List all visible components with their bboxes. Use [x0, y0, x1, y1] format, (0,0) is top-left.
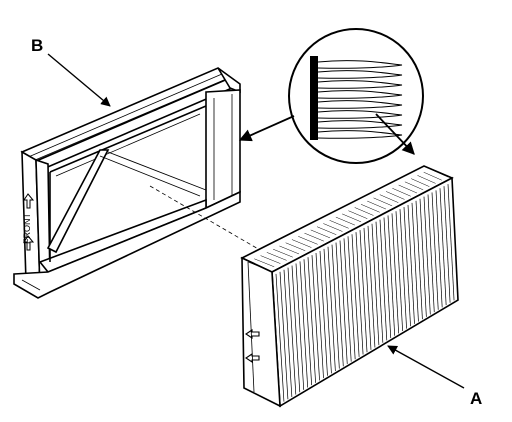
callout-a-leader	[387, 345, 465, 389]
pleat-top-line	[423, 171, 442, 181]
magnified-pleat	[317, 130, 403, 139]
pleat-top-line	[291, 239, 312, 248]
pleat-line	[291, 265, 301, 393]
pleat-line	[359, 230, 368, 353]
pleat-top-line	[323, 223, 343, 232]
pleat-top-line	[329, 220, 349, 229]
magnified-pleat	[317, 110, 403, 119]
magnified-pleat	[317, 60, 403, 69]
pleat-line	[287, 267, 297, 395]
magnified-pleat	[317, 120, 403, 129]
pleat-top-line	[348, 210, 368, 219]
pleat-top-line	[298, 236, 318, 245]
pleat-line	[407, 204, 415, 324]
magnified-pleat	[317, 80, 403, 89]
pleat-line	[347, 236, 356, 360]
pleat-line	[439, 188, 447, 306]
pleat-top-line	[342, 213, 362, 223]
pleat-top-line	[260, 255, 281, 264]
detail-arrow-to-filter	[375, 113, 415, 155]
pleat-line	[395, 211, 403, 331]
pleat-top-line	[273, 248, 293, 258]
pleat-line	[411, 202, 419, 322]
pleat-line	[271, 275, 281, 405]
pleat-line	[295, 263, 305, 390]
pleat-top-line	[247, 261, 269, 271]
detail-arrow-to-frame	[238, 115, 295, 142]
pleat-top-line	[304, 232, 324, 242]
filter-pleats	[247, 168, 459, 405]
pleat-line	[431, 192, 439, 310]
pleat-line	[387, 215, 396, 336]
pleat-line	[403, 207, 411, 327]
pleat-top-line	[367, 200, 387, 210]
pleat-line	[343, 238, 352, 362]
frame-side-text: FRONT	[22, 213, 32, 244]
pleat-line	[375, 221, 384, 343]
pleat-top-line	[316, 226, 337, 235]
pleat-line	[383, 217, 392, 339]
pleat-line	[323, 248, 332, 374]
pleat-line	[379, 219, 388, 341]
label-b: B	[31, 36, 43, 55]
label-a: A	[470, 389, 482, 408]
pleat-top-line	[285, 242, 306, 251]
pleat-line	[399, 209, 407, 329]
pleat-top-line	[335, 216, 355, 226]
pleat-line	[303, 259, 312, 386]
pleat-top-line	[360, 204, 380, 213]
pleat-line	[331, 244, 340, 369]
pleat-top-line	[411, 178, 430, 187]
pleat-line	[319, 250, 328, 376]
pleat-line	[307, 257, 316, 383]
pleat-line	[419, 198, 427, 317]
pleat-top-line	[254, 258, 275, 268]
magnified-pleat	[317, 100, 403, 109]
pleat-line	[415, 200, 423, 320]
pleat-line	[363, 227, 372, 350]
pleat-line	[339, 240, 348, 364]
filter-frame	[13, 67, 261, 299]
pleat-top-line	[385, 191, 405, 200]
pleat-top-line	[417, 175, 436, 184]
pleat-top-line	[404, 181, 424, 191]
pleat-line	[447, 184, 455, 301]
pleat-top-line	[279, 245, 300, 255]
pleat-line	[427, 194, 435, 313]
pleat-line	[391, 213, 400, 334]
pleat-top-line	[429, 168, 449, 178]
magnified-pleat	[317, 90, 403, 99]
pleat-line	[275, 273, 285, 402]
filter-arrows	[245, 328, 260, 364]
pleat-line	[311, 255, 320, 381]
pleat-line	[443, 186, 451, 303]
pleat-line	[335, 242, 344, 367]
pleat-top-line	[398, 184, 418, 194]
magnified-pleat	[317, 70, 403, 79]
pleat-line	[327, 246, 336, 372]
pleat-top-line	[266, 252, 287, 261]
pleat-line	[423, 196, 431, 315]
pleat-line	[315, 253, 324, 379]
callout-b-leader	[47, 53, 111, 107]
pleat-line	[367, 225, 376, 348]
pleat-line	[371, 223, 380, 346]
pleat-line	[279, 271, 289, 400]
pleat-line	[283, 269, 293, 397]
pleat-line	[451, 181, 459, 299]
pleat-line	[299, 261, 309, 388]
filter-element	[240, 165, 459, 408]
pleat-top-line	[354, 207, 374, 216]
pleat-top-line	[392, 188, 411, 197]
pleat-top-line	[379, 194, 399, 203]
pleat-line	[435, 190, 443, 308]
pleat-line	[355, 232, 364, 355]
pleat-top-line	[310, 229, 331, 239]
pleat-top-line	[373, 197, 393, 207]
pleat-line	[351, 234, 360, 357]
